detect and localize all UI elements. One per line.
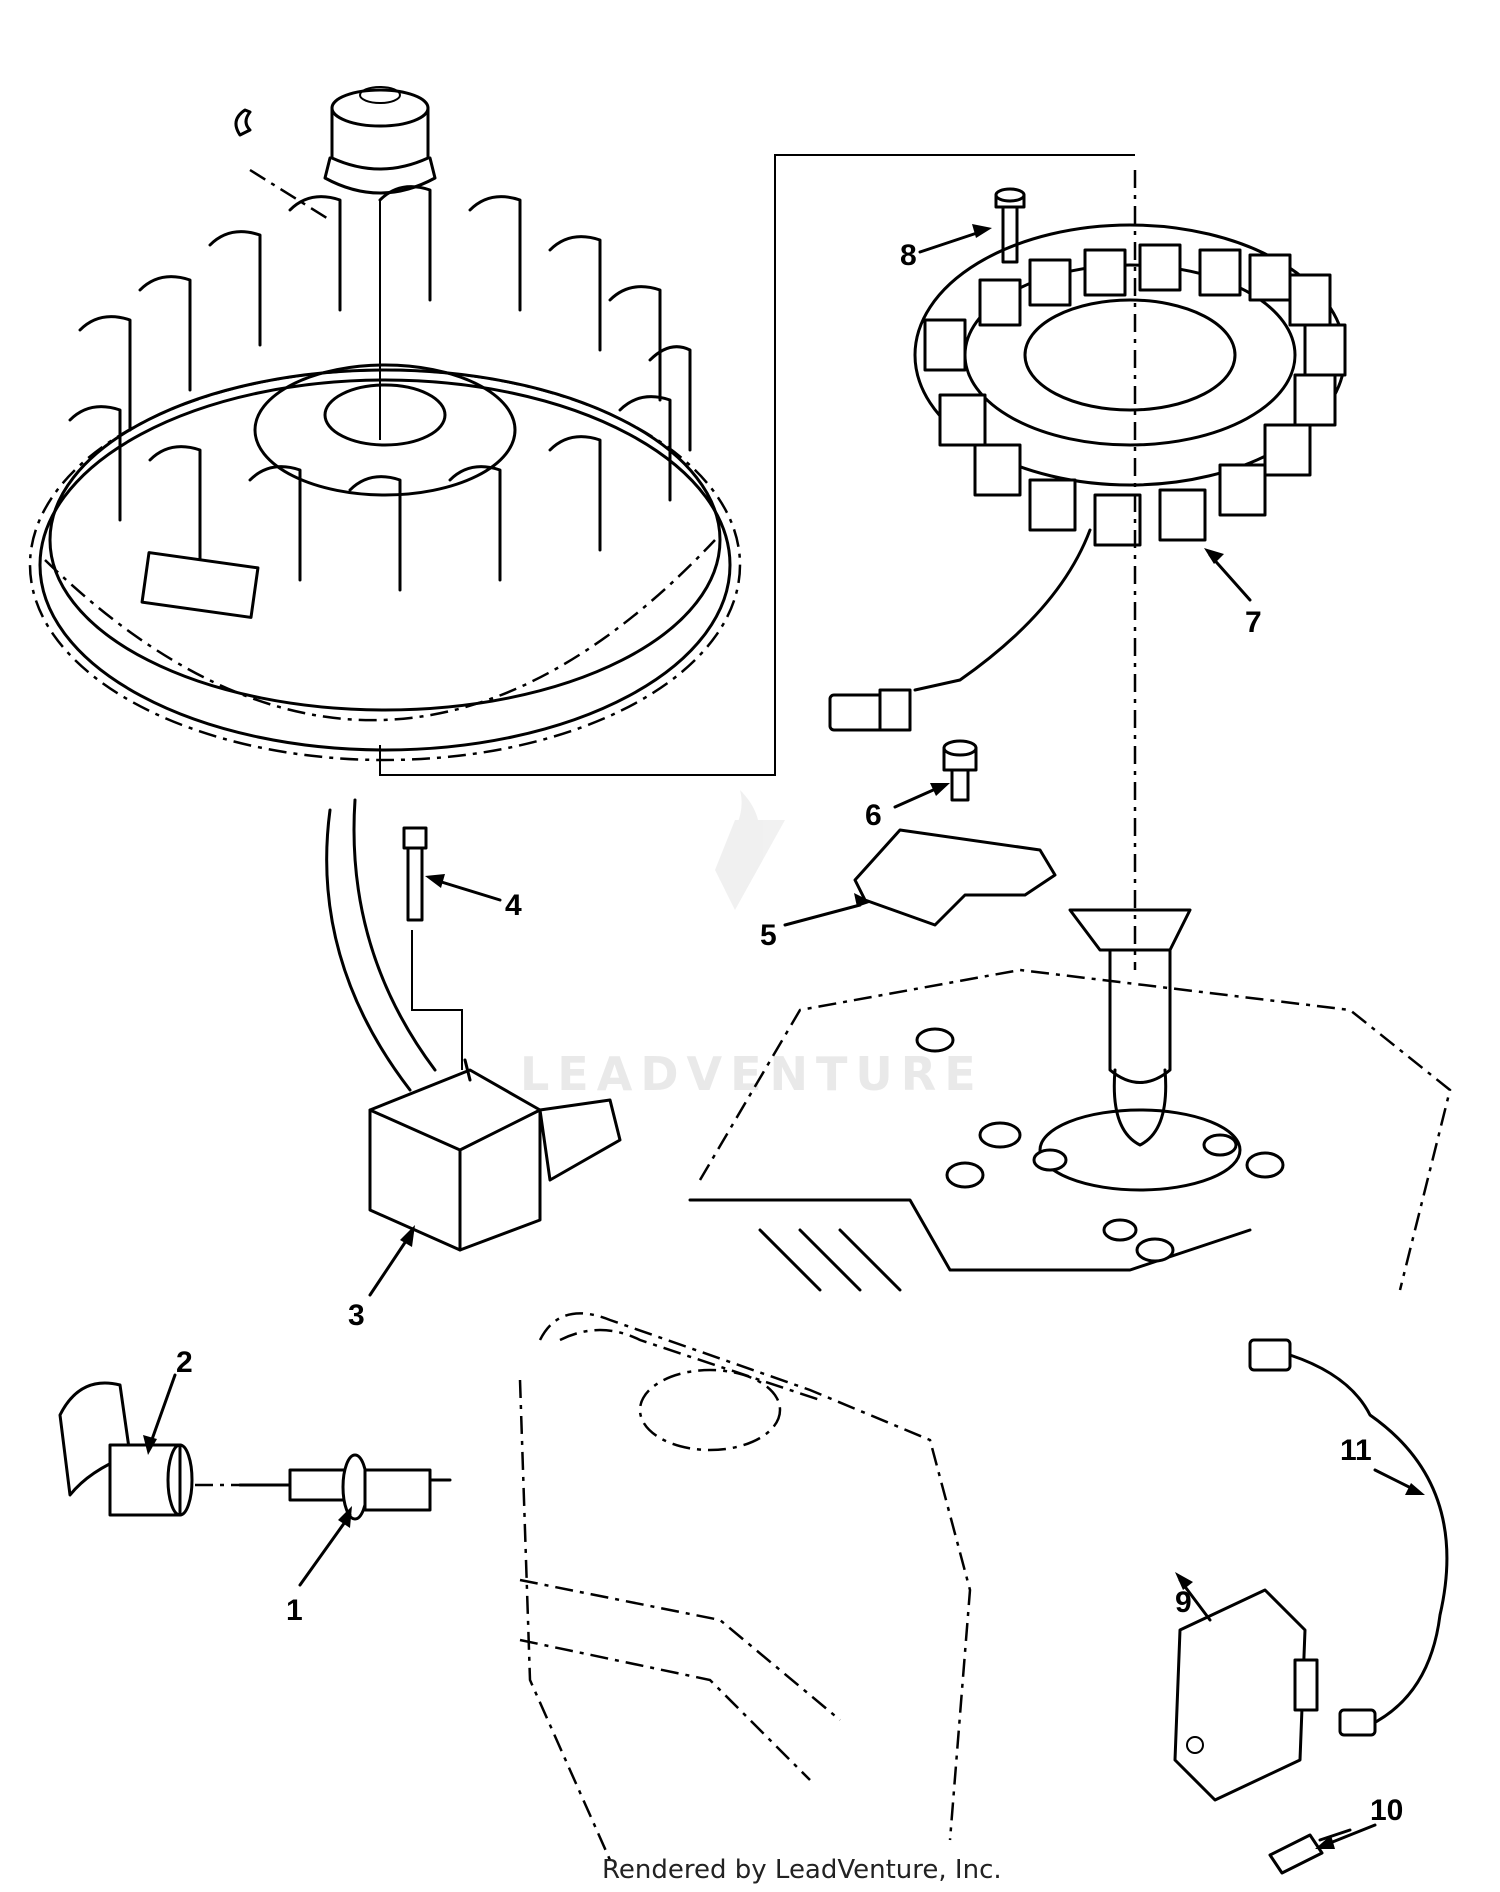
watermark-logo: LEADVENTURE <box>520 790 984 1101</box>
coil-screw <box>402 826 463 1070</box>
callout-9: 9 <box>1175 1586 1192 1619</box>
callout-10: 10 <box>1370 1794 1403 1827</box>
voltage-regulator <box>1173 1588 1319 1802</box>
flywheel-nut <box>323 86 437 440</box>
callout-5: 5 <box>760 919 777 952</box>
callout-11: 11 <box>1340 1434 1372 1467</box>
callout-3: 3 <box>348 1299 365 1332</box>
mounting-bracket <box>853 828 1057 927</box>
assembly-bracket-line <box>379 154 1135 776</box>
footer-credit: Rendered by LeadVenture, Inc. <box>602 1855 1002 1885</box>
flywheel <box>28 185 742 762</box>
stator-screw <box>994 187 1026 264</box>
callout-1: 1 <box>286 1594 303 1627</box>
ignition-coil <box>325 798 622 1252</box>
callout-8: 8 <box>900 239 917 272</box>
flywheel-key <box>234 108 252 137</box>
callout-2: 2 <box>176 1346 193 1379</box>
engine-crankcase <box>688 908 1452 1292</box>
spark-plug <box>195 1453 452 1521</box>
callout-7: 7 <box>1245 606 1262 639</box>
bracket-screw <box>942 739 978 802</box>
callout-4: 4 <box>505 889 522 922</box>
regulator-screw <box>1268 1828 1352 1875</box>
callout-arrows <box>143 224 1425 1849</box>
spark-plug-boot <box>58 1381 194 1517</box>
callout-6: 6 <box>865 799 882 832</box>
regulator-wire <box>1248 1338 1449 1737</box>
watermark-text: LEADVENTURE <box>520 1047 984 1101</box>
cylinder-head <box>518 1312 972 1861</box>
stator <box>828 170 1347 970</box>
